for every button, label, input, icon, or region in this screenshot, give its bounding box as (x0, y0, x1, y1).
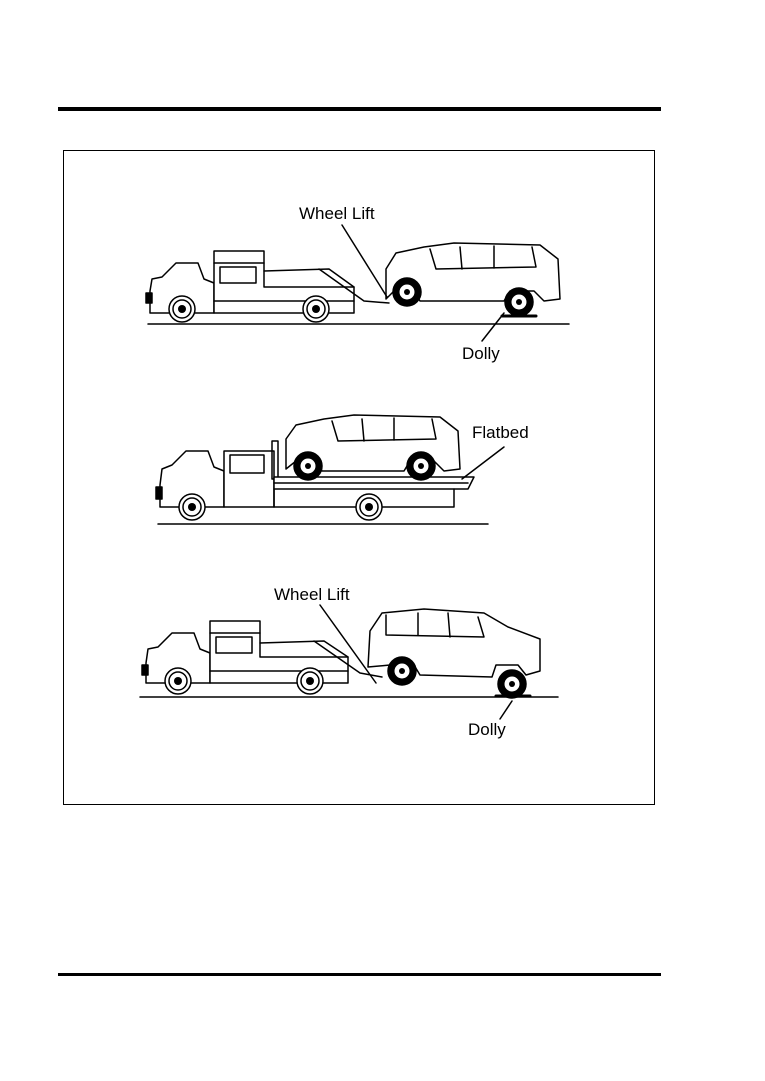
suv-1 (386, 243, 560, 316)
scene-1-wheel-lift-tow (146, 243, 569, 324)
dolly-leader-2 (500, 701, 512, 719)
towing-methods-figure: Wheel Lift Dolly Flatbed Wheel Lift Doll… (63, 150, 655, 805)
flatbed-label: Flatbed (472, 424, 529, 441)
dolly-label-bottom: Dolly (468, 721, 506, 738)
scene-3-wheel-lift-tow (140, 609, 558, 698)
flatbed-leader (462, 447, 504, 479)
header-rule (58, 107, 661, 111)
wheel-lift-label-top: Wheel Lift (299, 205, 375, 222)
wheel-lift-leader-1 (342, 225, 387, 297)
dolly-leader-1 (482, 313, 504, 341)
suv-2 (286, 415, 460, 480)
tow-truck-1 (146, 251, 389, 322)
footer-rule (58, 973, 661, 976)
wheel-lift-label-bottom: Wheel Lift (274, 586, 350, 603)
dolly-label-top: Dolly (462, 345, 500, 362)
scene-2-flatbed-tow (156, 415, 488, 524)
tow-truck-2 (142, 621, 382, 694)
suv-3 (368, 609, 540, 698)
